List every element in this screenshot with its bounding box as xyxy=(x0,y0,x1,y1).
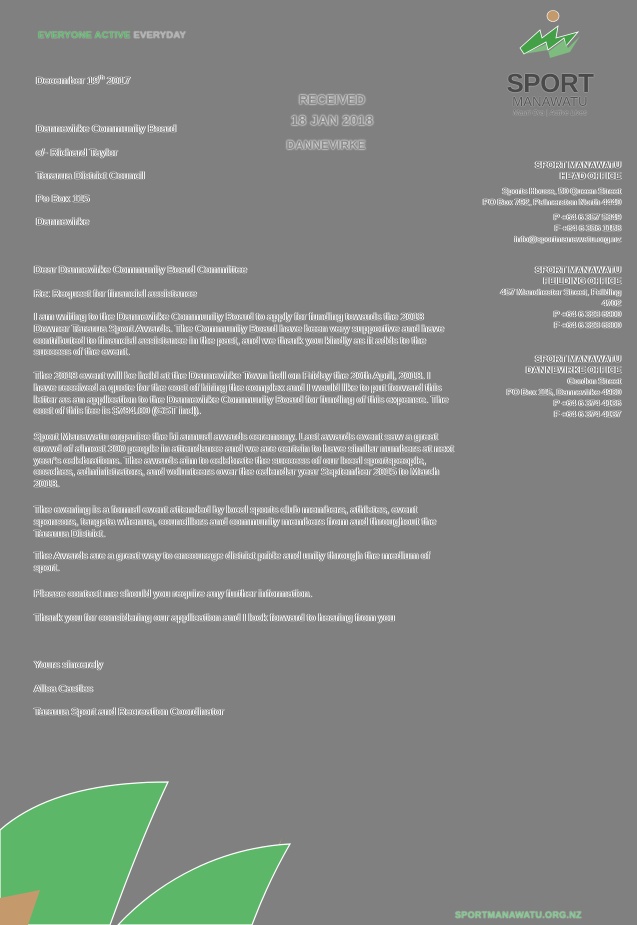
office-email[interactable]: info@sportmanawatu.org.nz xyxy=(514,234,621,244)
office-address: Sports House, 50 Queen Street xyxy=(502,186,621,196)
received-stamp-location: DANNEVIRKE xyxy=(286,138,366,152)
subject-line: Re: Request for financial assistance xyxy=(34,289,197,300)
paragraph: The Awards are a great way to encourage … xyxy=(34,551,430,574)
office-feilding: SPORT MANAWATU FEILDING OFFICE 457 Manch… xyxy=(501,265,621,331)
recipient-line: Tararua District Council xyxy=(36,170,145,182)
signatory-name: Ailsa Castles xyxy=(34,684,93,695)
paragraph: The 2018 event will be held at the Danne… xyxy=(34,371,449,418)
tagline-everyday: EVERYDAY xyxy=(133,30,187,41)
tagline: EVERYONE ACTIVE EVERYDAY xyxy=(38,30,186,41)
paragraph: The evening is a formal event attended b… xyxy=(34,505,437,540)
office-name: SPORT MANAWATU xyxy=(535,265,621,275)
office-name: SPORT MANAWATU xyxy=(535,160,621,170)
office-title: HEAD OFFICE xyxy=(559,171,621,181)
office-fax: F +64 6 374 4137 xyxy=(554,409,621,419)
logo-figure-icon xyxy=(519,10,580,58)
paragraph: Please contact me should you require any… xyxy=(34,589,313,600)
office-fax: F +64 6 356 1158 xyxy=(554,223,621,233)
office-address: 4702 xyxy=(602,298,621,308)
received-stamp-date: 18 JAN 2018 xyxy=(290,112,374,128)
recipient-line: Dannevirke Community Board xyxy=(36,123,177,135)
office-address: 457 Manchester Street, Feilding xyxy=(500,287,621,297)
office-address: PO Box 792, Palmerston North 4440 xyxy=(483,197,621,207)
closing: Yours sincerely xyxy=(34,660,103,671)
logo-word-sport: SPORT xyxy=(506,68,594,98)
office-phone: P +64 6 323 6900 xyxy=(553,309,621,319)
footer-website-link[interactable]: SPORTMANAWATU.ORG.NZ xyxy=(455,910,582,920)
date-year: 2017 xyxy=(104,75,131,87)
office-phone: P +64 6 374 4136 xyxy=(553,398,621,408)
recipient-line: Dannevirke xyxy=(36,216,90,228)
office-fax: F +64 6 323 6300 xyxy=(554,320,621,330)
recipient-line: Po Box 115 xyxy=(36,193,90,205)
salutation: Dear Dannevirke Community Board Committe… xyxy=(34,265,247,276)
office-name: SPORT MANAWATU xyxy=(535,354,621,364)
office-phone: P +64 6 357 5349 xyxy=(553,212,621,222)
sport-manawatu-logo: SPORT MANAWATU Mauri Ora | Active Lives xyxy=(500,8,600,123)
tagline-everyone-active: EVERYONE ACTIVE xyxy=(38,30,131,41)
recipient-line: c/- Richard Taylor xyxy=(36,147,118,159)
letter-date: December 19th 2017 xyxy=(36,75,130,87)
date-suffix: th xyxy=(99,75,105,82)
logo-word-manawatu: MANAWATU xyxy=(512,94,588,109)
logo-motto: Mauri Ora | Active Lives xyxy=(513,110,587,117)
paragraph: Thank you for considering our applicatio… xyxy=(34,613,395,624)
office-title: DANNEVIRKE OFFICE xyxy=(525,365,621,375)
date-day: December 19 xyxy=(36,75,100,87)
decorative-leaves-icon xyxy=(0,781,292,925)
signatory-title: Tararua Sport and Recreation Coordinator xyxy=(34,707,224,718)
office-title: FEILDING OFFICE xyxy=(543,276,622,286)
office-head: SPORT MANAWATU HEAD OFFICE Sports House,… xyxy=(483,160,621,245)
received-stamp-label: RECEIVED xyxy=(298,92,366,107)
paragraph: Sport Manawatu organise the bi annual aw… xyxy=(34,432,454,491)
office-address: Gordon Street xyxy=(567,376,621,386)
office-dannevirke: SPORT MANAWATU DANNEVIRKE OFFICE Gordon … xyxy=(507,354,621,420)
paragraph: I am writing to the Dannevirke Community… xyxy=(34,312,444,359)
office-address: PO Box 115, Dannevirke 4930 xyxy=(506,387,621,397)
